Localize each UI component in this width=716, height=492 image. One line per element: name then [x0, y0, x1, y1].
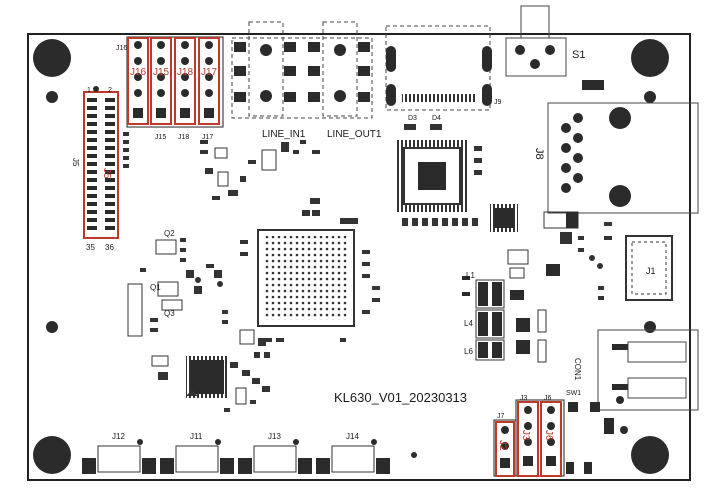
j11-label: J11: [190, 432, 203, 441]
j6-red-label: J6: [543, 430, 554, 441]
con1-label: CON1: [573, 358, 582, 381]
d3-label: D3: [408, 115, 417, 122]
inductors: L1 L4 L6: [462, 222, 612, 363]
j18-red-label: J18: [177, 67, 194, 78]
j3-highlight: [517, 401, 539, 477]
d4-label: D4: [432, 115, 441, 122]
board-outline: [27, 33, 691, 481]
j2-red-label: J2: [497, 440, 508, 451]
l6-label: L6: [464, 347, 473, 356]
j18-highlight: [174, 37, 196, 125]
j12-label: J12: [112, 432, 125, 441]
s1-switch: S1: [505, 5, 585, 77]
bottom-connectors: J12 J11 J13 J14: [82, 432, 390, 474]
j5-pin35: 35: [86, 243, 95, 252]
sw1-switch: SW1: [566, 390, 614, 474]
j3-label: J3: [520, 395, 528, 402]
j17-highlight: [198, 37, 220, 125]
transistors: Q2 Q1 Q3: [127, 229, 223, 337]
q2-label: Q2: [164, 229, 175, 238]
j2-highlight: [495, 421, 515, 477]
j7-label: J7: [497, 413, 505, 420]
j14-label: J14: [346, 432, 359, 441]
mounting-holes: [33, 39, 669, 474]
bga-soc: [240, 198, 380, 342]
sw1-label: SW1: [566, 390, 581, 397]
j1-label: J1: [646, 266, 656, 276]
j15-highlight: [150, 37, 172, 125]
j5-pin1: 1: [87, 87, 91, 94]
bottom-right-headers: J2 J3 J6 J3 J6 J7: [493, 395, 565, 477]
j17-label: J17: [202, 134, 213, 141]
j16-label: J16: [116, 45, 127, 52]
line-out-label: LINE_OUT1: [327, 129, 382, 140]
j5-header: J5 J5 1 2 35 36: [71, 86, 119, 252]
j5-highlight: [83, 91, 119, 239]
j5-pin2: 2: [108, 87, 112, 94]
audio-jacks: LINE_IN1 LINE_OUT1: [231, 21, 382, 140]
j1-connector: J1: [543, 211, 673, 301]
j5-red-label: J5: [101, 168, 112, 179]
q1-label: Q1: [150, 283, 161, 292]
j18-label: J18: [178, 134, 189, 141]
j9-label: J9: [494, 99, 502, 106]
l4-label: L4: [464, 319, 473, 328]
j5-pin36: 36: [105, 243, 114, 252]
con1-connector: CON1: [573, 329, 699, 411]
q3-label: Q3: [164, 309, 175, 318]
j17-red-label: J17: [201, 67, 218, 78]
j3-red-label: J3: [520, 430, 531, 441]
passive-cluster-left: [123, 132, 320, 200]
s1-label: S1: [572, 49, 585, 61]
board-label: KL630_V01_20230313: [334, 390, 467, 405]
j16-red-label: J16: [130, 67, 147, 78]
j9-connector: J9: [385, 25, 502, 111]
j5-label: J5: [71, 158, 80, 167]
j6-label: J6: [544, 395, 552, 402]
j8-connector: J8: [533, 80, 699, 214]
top-left-headers: J16 J15 J18 J17 J16 J15 J18 J17: [116, 36, 224, 141]
lower-left-chips: [151, 310, 270, 412]
j15-red-label: J15: [153, 67, 170, 78]
j15-label: J15: [155, 134, 166, 141]
j13-label: J13: [268, 432, 281, 441]
j6-highlight: [540, 401, 562, 477]
line-in-label: LINE_IN1: [262, 129, 306, 140]
processor-qfp: D3 D4: [396, 115, 518, 232]
j8-label: J8: [533, 148, 545, 160]
l1-label: L1: [466, 271, 475, 280]
j16-highlight: [127, 37, 149, 125]
